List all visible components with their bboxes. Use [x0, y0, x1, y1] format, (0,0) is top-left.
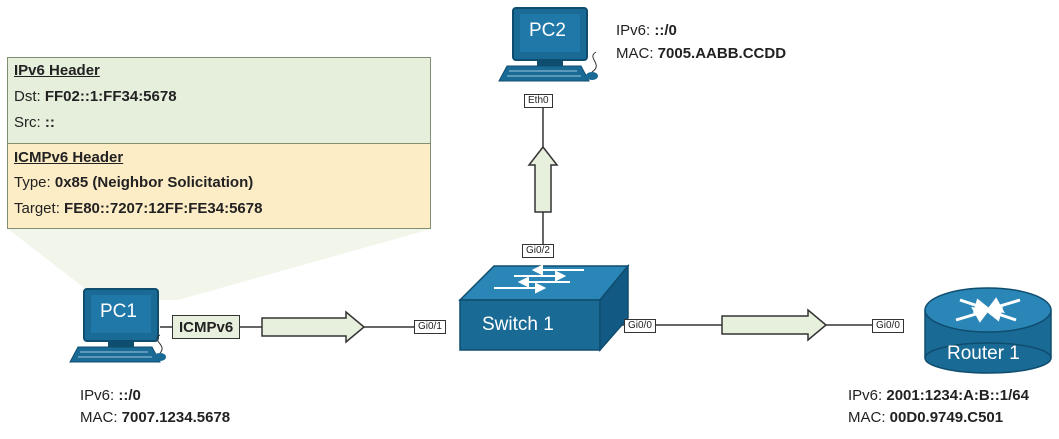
pc1-mac: MAC: 7007.1234.5678 — [80, 409, 230, 427]
router1-icon — [924, 287, 1052, 374]
pc2-mac: MAC: 7005.AABB.CCDD — [616, 45, 786, 63]
pc1-mac-value: 7007.1234.5678 — [121, 409, 231, 426]
router1-mac: MAC: 00D0.9749.C501 — [848, 409, 1003, 427]
port-switch-gi0-1: Gi0/1 — [414, 320, 446, 334]
icmpv6-target-value: FE80::7207:12FF:FE34:5678 — [64, 200, 263, 217]
switch1-icon — [458, 263, 630, 352]
pc1-label: PC1 — [100, 301, 137, 322]
pc2-mac-value: 7005.AABB.CCDD — [657, 45, 787, 62]
icmpv6-type-line: Type: 0x85 (Neighbor Solicitation) — [14, 174, 253, 191]
router1-ipv6: IPv6: 2001:1234:A:B::1/64 — [848, 387, 1029, 405]
router1-mac-value: 00D0.9749.C501 — [889, 409, 1004, 426]
icmpv6-target-line: Target: FE80::7207:12FF:FE34:5678 — [14, 200, 262, 217]
ipv6-header-title: IPv6 Header — [14, 62, 100, 79]
callout-cone — [8, 229, 431, 300]
pc2-ipv6: IPv6: ::/0 — [616, 22, 677, 40]
icmpv6-header-panel: ICMPv6 Header Type: 0x85 (Neighbor Solic… — [7, 143, 431, 229]
ipv6-src-line: Src: :: — [14, 114, 55, 131]
pc1-mac-label: MAC: — [80, 409, 118, 426]
pc2-label: PC2 — [529, 20, 566, 41]
pc1-ipv6-value: ::/0 — [118, 387, 141, 404]
ipv6-src-label: Src: — [14, 114, 41, 131]
icmpv6-target-label: Target: — [14, 200, 60, 217]
ipv6-dst-line: Dst: FF02::1:FF34:5678 — [14, 88, 177, 105]
port-router-gi0-0: Gi0/0 — [872, 319, 904, 333]
router1-ipv6-label: IPv6: — [848, 387, 883, 404]
pc2-ipv6-label: IPv6: — [616, 22, 651, 39]
icmpv6-type-value: 0x85 (Neighbor Solicitation) — [54, 174, 254, 191]
router1-label: Router 1 — [947, 343, 1020, 364]
switch1-label: Switch 1 — [482, 314, 554, 335]
pc1-icon — [69, 288, 166, 363]
ipv6-dst-label: Dst: — [14, 88, 41, 105]
port-switch-gi0-2: Gi0/2 — [522, 244, 554, 258]
arrow-switch-pc2 — [527, 145, 559, 213]
router1-ipv6-value: 2001:1234:A:B::1/64 — [886, 387, 1029, 404]
pc1-ipv6: IPv6: ::/0 — [80, 387, 141, 405]
pc2-icon — [498, 7, 598, 82]
ipv6-src-value: :: — [44, 114, 55, 131]
port-pc2-eth0: Eth0 — [524, 94, 553, 108]
arrow-switch-router — [721, 308, 828, 342]
icmpv6-header-title: ICMPv6 Header — [14, 149, 124, 166]
pc2-ipv6-value: ::/0 — [654, 22, 677, 39]
arrow-pc1-switch — [261, 310, 366, 344]
pc2-mac-label: MAC: — [616, 45, 654, 62]
icmpv6-type-label: Type: — [14, 174, 51, 191]
ipv6-header-panel: IPv6 Header Dst: FF02::1:FF34:5678 Src: … — [7, 57, 431, 143]
ipv6-dst-value: FF02::1:FF34:5678 — [44, 88, 177, 105]
icmpv6-message-label: ICMPv6 — [172, 315, 241, 339]
pc1-ipv6-label: IPv6: — [80, 387, 115, 404]
router1-mac-label: MAC: — [848, 409, 886, 426]
port-switch-gi0-0: Gi0/0 — [624, 319, 656, 333]
